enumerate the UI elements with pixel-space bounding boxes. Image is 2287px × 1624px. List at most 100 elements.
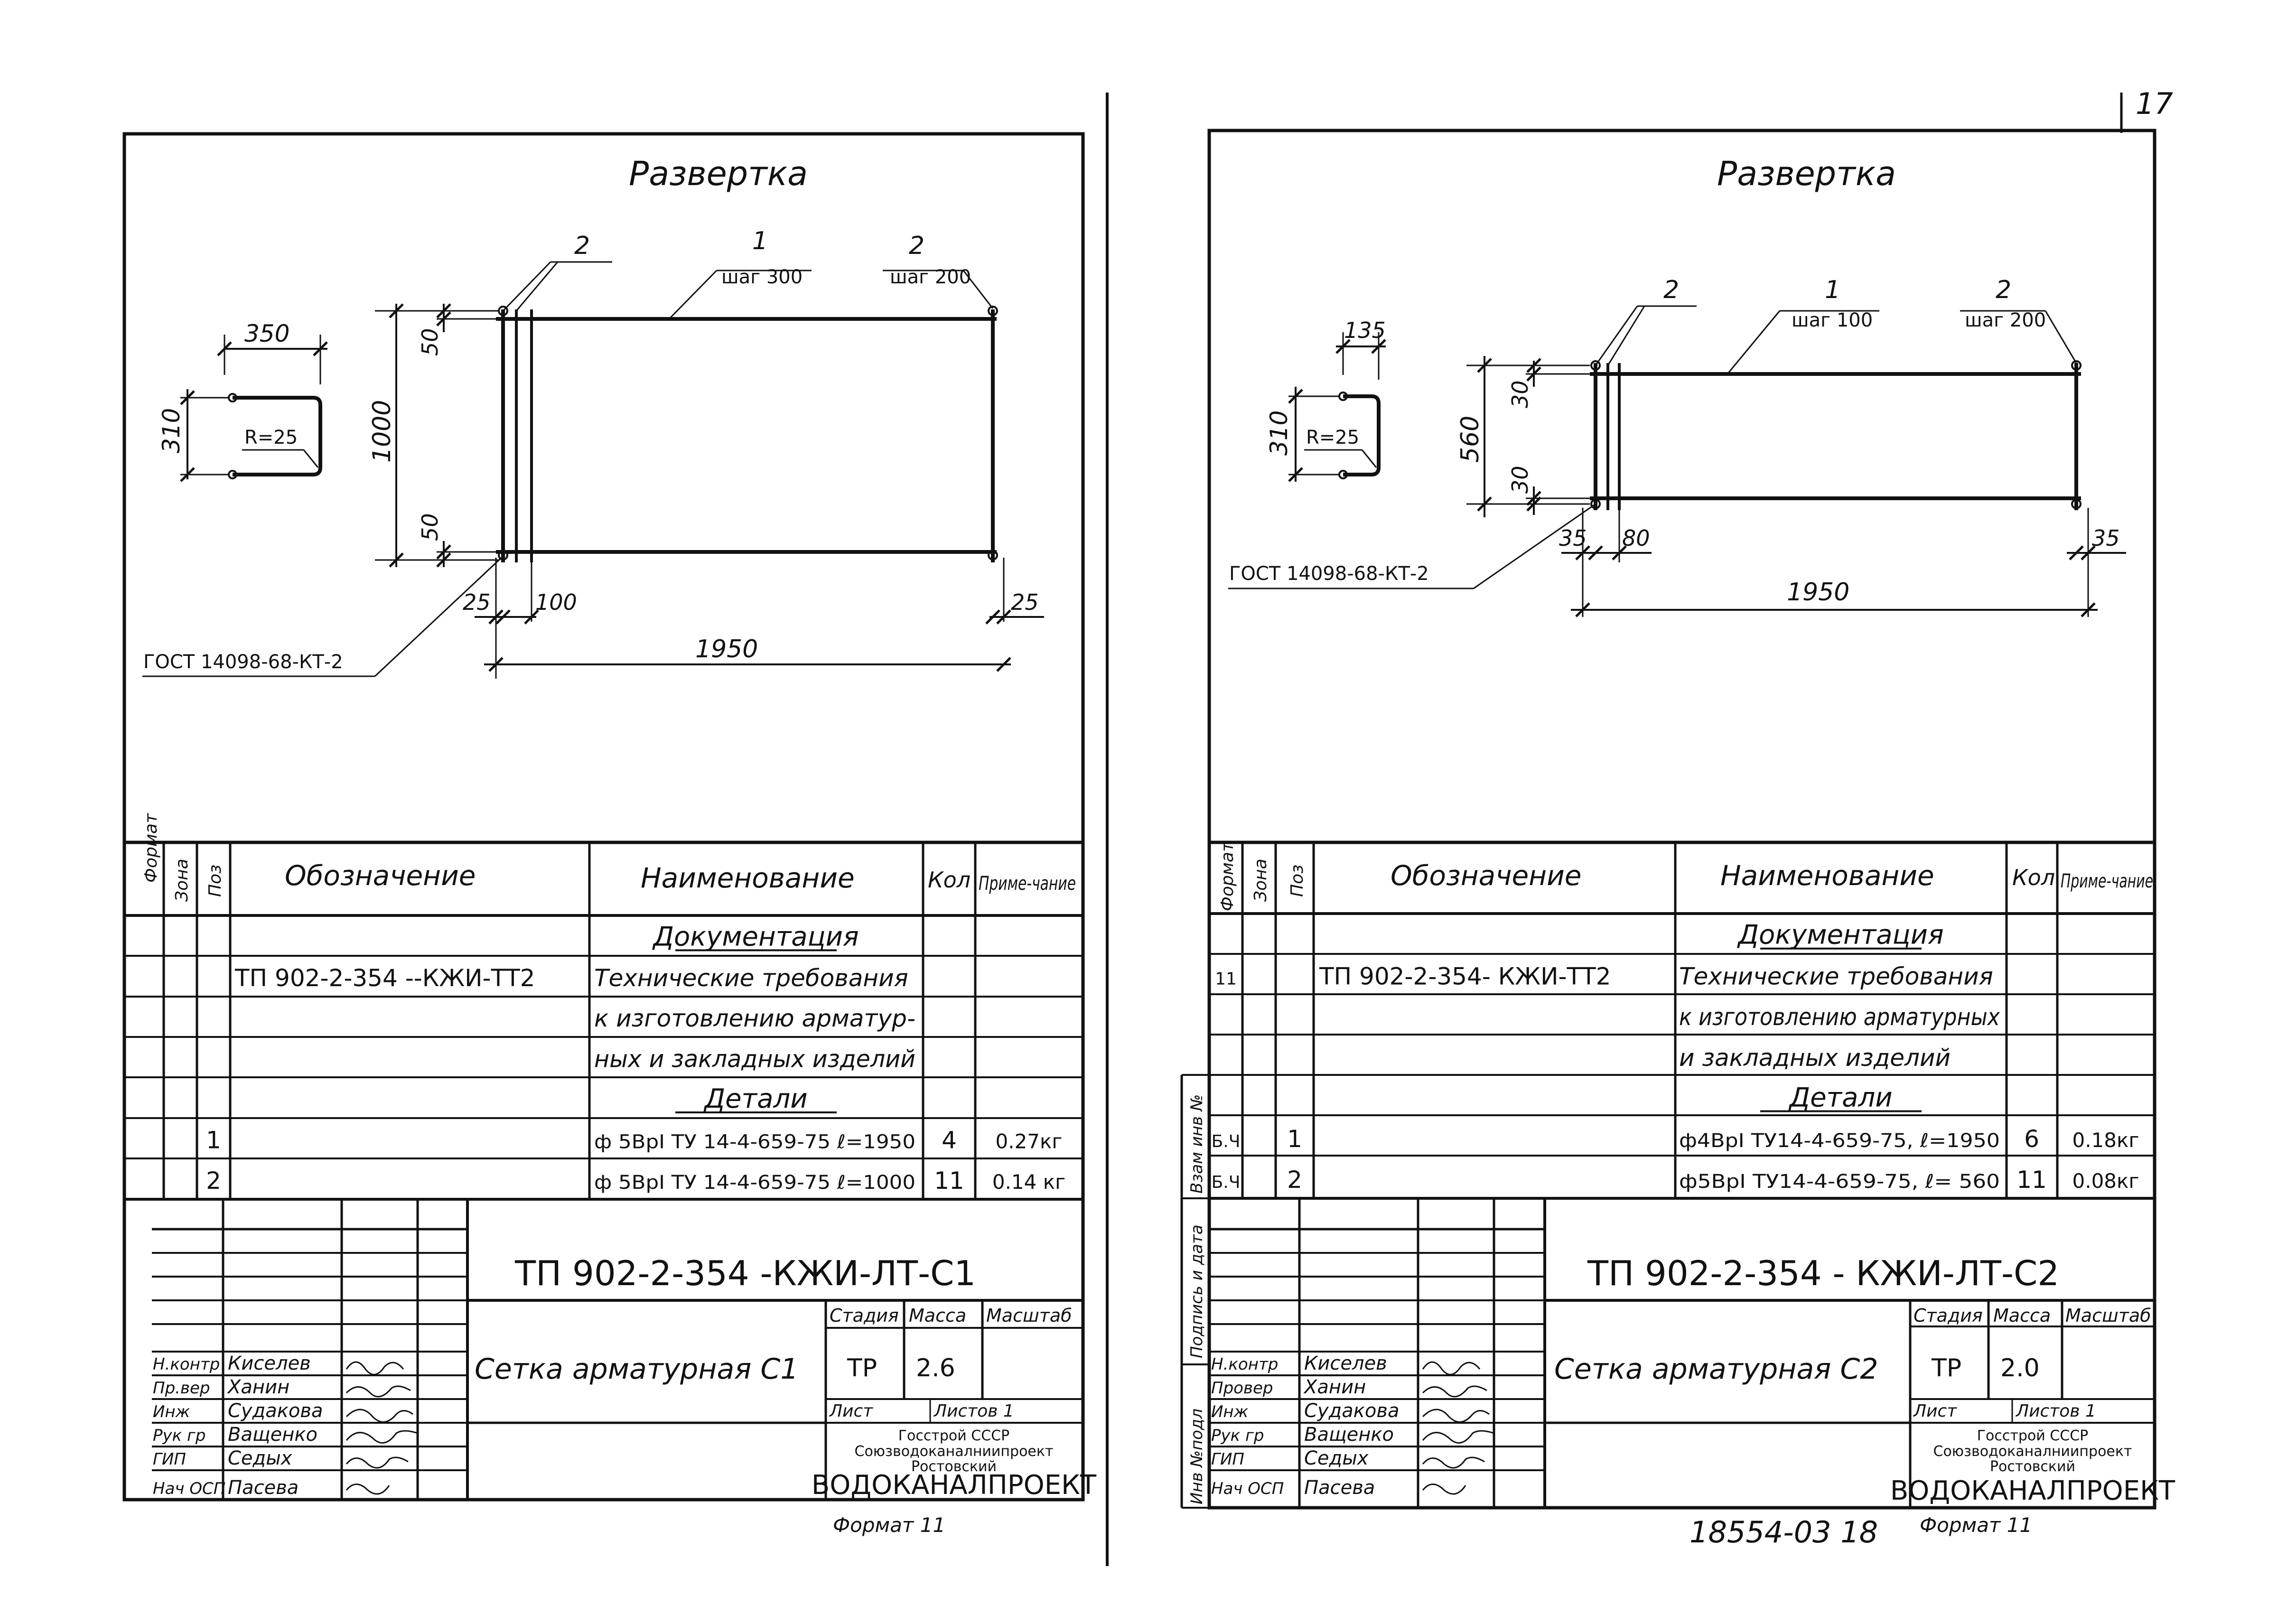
sheet-1-signatory-role-4: Рук гр xyxy=(153,1426,205,1445)
sheet-1-dim-right-offset: 25 xyxy=(1011,589,1039,615)
sheet-2-callout-pos-right: 2 xyxy=(1996,276,2011,304)
margin-label-inv-no: Инв №подл xyxy=(1187,1409,1206,1504)
sheet-1-dimensions: 1000 50 50 25 100 25 1950 xyxy=(368,304,1044,679)
sheet-2-signatory-role-2: Провер xyxy=(1211,1379,1273,1398)
sheet-1-row-7-pos: 2 xyxy=(206,1167,221,1195)
sheet-2-signatory-name-2: Ханин xyxy=(1303,1376,1366,1398)
sheet-2-row-7-format: Б.Ч xyxy=(1212,1173,1241,1192)
sheet-2-row-6-name: ф4ВрI ТУ14-4-659-75, ℓ=1950 xyxy=(1679,1130,2000,1152)
sheet-2-sheet-label: Лист xyxy=(1913,1401,1957,1421)
sheet-1-row-5-section-title: Детали xyxy=(703,1083,807,1114)
sheet-1-row-7-note: 0.14 кг xyxy=(992,1170,1065,1194)
sheet-1-callout-pos-mid: 1 xyxy=(752,227,768,255)
sheet-2-row-7-note: 0.08кг xyxy=(2072,1169,2139,1193)
sheet-1-signatory-name-1: Киселев xyxy=(228,1353,311,1374)
sheet-1-row-4-name: ных и закладных изделий xyxy=(594,1045,915,1073)
sheet-2-spec-table: Формат Зона Поз Обозначение Наименование… xyxy=(1209,840,2155,1200)
sheet-2-sheets-label: Листов 1 xyxy=(2015,1401,2096,1421)
sheet-1-signatory-role-1: Н.контр xyxy=(153,1355,220,1374)
sheet-1-signatory-name-4: Ващенко xyxy=(228,1424,317,1446)
sheet-1-header-zone: Зона xyxy=(172,859,192,902)
sheet-2-row-1-section-title: Документация xyxy=(1736,920,1943,951)
sheet-2-callout-pos-mid: 1 xyxy=(1825,276,1840,304)
sheet-1-signatures xyxy=(345,1361,418,1495)
sheet-2-item-name: Сетка арматурная С2 xyxy=(1554,1353,1878,1386)
sheet-1-org-1: Госстрой СССР xyxy=(898,1428,1009,1444)
sheet-2-frame xyxy=(1207,129,2156,1510)
sheet-1-callout-pos-right: 2 xyxy=(909,232,924,260)
sheet-1-mass-label: Масса xyxy=(909,1305,966,1326)
sheet-2-signatory-role-3: Инж xyxy=(1211,1402,1249,1421)
sheet-2-row-7-qty: 11 xyxy=(2016,1166,2047,1194)
sheet-2-header-designation: Обозначение xyxy=(1391,859,1581,892)
sheet-1-header-pos: Поз xyxy=(205,865,225,897)
sheet-1-org-3: Ростовский xyxy=(911,1458,997,1475)
sheet-2-signatory-name-5: Седых xyxy=(1304,1447,1369,1469)
sheet-2-signatory-role-1: Н.контр xyxy=(1211,1355,1278,1374)
sheet-1-dim-bottom-offset: 50 xyxy=(417,513,443,541)
sheet-1-signatory-role-5: ГИП xyxy=(153,1450,186,1469)
sheet-1-signatory-role-6: Нач ОСП xyxy=(153,1479,225,1498)
sheet-2-dim-left-offset: 35 xyxy=(1559,525,1587,551)
sheet-1-dim-length: 1950 xyxy=(695,635,758,663)
sheet-1-dim-hook-height: 310 xyxy=(158,408,185,453)
margin-label-signature-date: Подпись и дата xyxy=(1187,1224,1206,1358)
sheet-1-row-3-name: к изготовлению арматур- xyxy=(594,1005,915,1032)
sheet-2-signatory-role-4: Рук гр xyxy=(1211,1426,1264,1445)
sheet-2-header-zone: Зона xyxy=(1251,859,1270,902)
sheet-1-header-qty: Кол xyxy=(928,867,971,893)
sheet-1-header-name: Наименование xyxy=(641,862,855,894)
sheet-2-mass-label: Масса xyxy=(1993,1305,2051,1326)
sheet-2-signatory-role-5: ГИП xyxy=(1211,1450,1244,1469)
sheet-2-stage-label: Стадия xyxy=(1914,1305,1983,1326)
sheet-2-title-block: ТП 902-2-354 - КЖИ-ЛТ-С2 Сетка арматурна… xyxy=(1209,1198,2175,1508)
sheet-1-dim-radius: R=25 xyxy=(244,427,298,448)
sheet-1-signatory-name-2: Ханин xyxy=(227,1376,289,1398)
sheet-2-stage-value: ТР xyxy=(1931,1354,1961,1382)
sheet-2-dim-height: 560 xyxy=(1456,416,1484,463)
sheet-2-row-2-designation: ТП 902-2-354- КЖИ-ТТ2 xyxy=(1319,962,1611,990)
sheet-2-row-6-note: 0.18кг xyxy=(2072,1129,2139,1152)
sheet-1-row-6-note: 0.27кг xyxy=(996,1129,1063,1153)
sheet-2-dim-weld-spacing: 80 xyxy=(1622,525,1650,551)
sheet-1-signatory-name-3: Судакова xyxy=(228,1400,323,1422)
sheet-2-signatory-name-1: Киселев xyxy=(1304,1353,1387,1374)
sheet-2-row-4-name: и закладных изделий xyxy=(1679,1044,1951,1072)
sheet-2-scale-label: Масштаб xyxy=(2065,1305,2151,1326)
sheet-2-signatory-name-3: Судакова xyxy=(1304,1400,1400,1422)
sheet-1-dim-top-offset: 50 xyxy=(417,328,443,356)
sheet-2-mesh xyxy=(1590,360,2082,510)
sheet-2-row-6-pos: 1 xyxy=(1287,1125,1302,1153)
sheet-2-doc-code: ТП 902-2-354 - КЖИ-ЛТ-С2 xyxy=(1587,1253,2059,1293)
sheet-2-row-2-format: 11 xyxy=(1215,969,1237,989)
sheet-1-row-6-name: ф 5ВрI ТУ 14-4-659-75 ℓ=1950 xyxy=(594,1131,915,1153)
sheet-2-gost-callout: ГОСТ 14098-68-КТ-2 xyxy=(1229,563,1429,585)
sheet-1-dim-left-offset: 25 xyxy=(463,589,491,615)
sheet-1-sheet-label: Лист xyxy=(829,1401,873,1421)
sheet-1-title-block: ТП 902-2-354 -КЖИ-ЛТ-С1 Сетка арматурная… xyxy=(152,1199,1097,1501)
sheet-1-callouts: 2 1 шаг 300 2 шаг 200 ГОСТ 14098-68-КТ-2 xyxy=(142,227,994,677)
sheet-1-row-2-name: Технические требования xyxy=(594,964,908,992)
sheet-2-dim-right-offset: 35 xyxy=(2092,525,2120,551)
sheet-1-dim-hook-width: 350 xyxy=(244,320,289,347)
sheet-1-callout-pitch-mid: шаг 300 xyxy=(721,266,803,288)
sheet-2-signatory-name-6: Пасева xyxy=(1304,1477,1375,1499)
sheet-2-dim-hook-width: 135 xyxy=(1344,317,1386,343)
sheet-1-header-format: Формат xyxy=(141,813,161,883)
sheet-1-dim-weld-spacing: 100 xyxy=(535,589,577,615)
sheet-2-spec-rows: Документация 11 ТП 902-2-354- КЖИ-ТТ2 Техни… xyxy=(1212,920,2139,1194)
sheet-2-org-3: Ростовский xyxy=(1990,1458,2075,1475)
sheet-2-header-note: Приме-чание xyxy=(2061,870,2153,892)
sheet-2-org-2: Союзводоканалниипроект xyxy=(1933,1443,2132,1460)
sheet-1-format-note: Формат 11 xyxy=(833,1513,945,1537)
sheet-2-header-pos: Поз xyxy=(1288,865,1307,897)
sheet-2-format-note: Формат 11 xyxy=(1920,1513,2032,1537)
sheet-2-mass-value: 2.0 xyxy=(2000,1354,2040,1382)
sheet-2-org-1: Госстрой СССР xyxy=(1977,1428,2088,1444)
sheet-2-row-2-name: Технические требования xyxy=(1679,962,1993,990)
sheet-1-doc-code: ТП 902-2-354 -КЖИ-ЛТ-С1 xyxy=(514,1253,976,1293)
sheet-1: Развертка 350 xyxy=(122,132,1097,1537)
